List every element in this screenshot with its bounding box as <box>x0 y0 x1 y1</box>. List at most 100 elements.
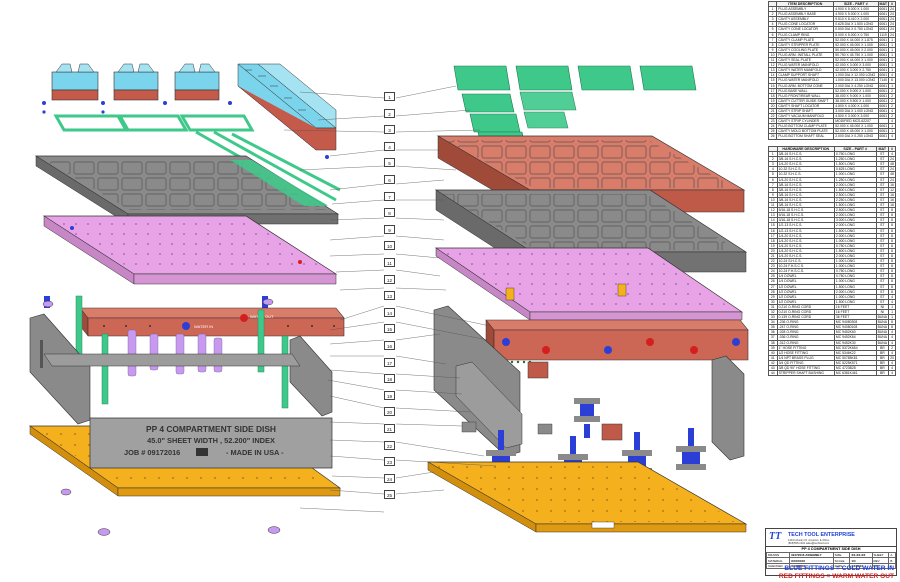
item-table-row-cell: 1 <box>888 41 896 48</box>
label-qty: QTY <box>871 562 890 570</box>
hardware-table-row-cell: ST <box>875 247 890 254</box>
item-table-row-cell: 13 <box>767 67 778 74</box>
item-table-row-cell: 1 <box>888 62 896 69</box>
item-table-row-cell: 9 <box>767 46 778 53</box>
item-table-row-cell: 2 <box>888 102 896 109</box>
item-table-row-cell: 50.750 X 45.750 X 1.000 <box>833 51 879 59</box>
hardware-table-row-cell: 24 <box>888 176 896 183</box>
hardware-table-row-cell: 0.139 O-RING CORD <box>776 314 835 321</box>
item-table-row-cell: 38.000 X 9.000 X 1.000 <box>833 92 879 99</box>
item-table-row-cell: 1 <box>888 128 896 135</box>
hardware-table-row-cell: 8 <box>888 324 896 331</box>
hardware-table-row-cell: ST <box>875 273 890 280</box>
hardware-table-row-cell: 2 <box>888 344 896 351</box>
hardware-table-row-cell: 16 <box>888 181 896 188</box>
item-table-row-cell: 1.000 DIA X 13.000 LONG <box>833 77 879 84</box>
item-table-row-cell: 24 <box>888 26 896 33</box>
cavity-water-manifold <box>485 319 749 364</box>
hardware-table-row-cell: 8 <box>888 212 896 219</box>
hardware-table-row-cell: BR <box>875 365 890 372</box>
hardware-table-row-cell: 0.210 O-RING CORD <box>776 308 835 316</box>
hardware-table-row-cell: ST <box>875 161 890 168</box>
item-table-row-cell: 6061 <box>877 57 890 64</box>
hardware-table-row-cell: 4 <box>888 151 896 158</box>
hardware-table-row-cell: BR <box>875 359 890 367</box>
item-table-row-cell: 16 <box>767 82 778 89</box>
item-table-row-cell: 4.900 X 5.000 X 1.000 <box>833 6 879 13</box>
item-table-row-cell: 2 <box>888 113 896 120</box>
hardware-table-row-cell: 4 <box>888 339 896 346</box>
company-address-line-1: 1234 Industry Dr. Anytown, IL 60xxx <box>788 539 830 542</box>
item-table-row-cell: 1 <box>888 46 896 53</box>
hardware-table-row-cell: ST <box>875 252 890 260</box>
item-table-row-cell: 6061 <box>877 82 890 89</box>
balloon-callout: 8 <box>384 208 395 218</box>
engraved-logo-mark <box>196 448 208 456</box>
item-table-row-cell: 52.000 X 44.000 X 1.000 <box>833 57 879 64</box>
plug-bottom-shaft-seals <box>42 298 281 536</box>
drawing-title: PP 4 COMPARTMENT SIDE DISH <box>766 546 896 551</box>
hardware-table-row-cell: ST <box>875 293 890 300</box>
hardware-table-row-cell: BR <box>875 354 890 361</box>
hardware-table-row-cell: ST <box>875 232 890 239</box>
hardware-table-row-cell: 1 <box>888 308 896 316</box>
balloon-callout: 6 <box>384 175 395 184</box>
item-table-row-cell: 6061 <box>877 16 890 23</box>
item-table-row-cell: 0.500 DIA X 0.750 LONG <box>833 26 879 33</box>
hardware-table-row-cell: 8 <box>888 232 896 239</box>
item-table-row-cell: 3 <box>767 16 778 23</box>
hardware-table-row-cell: 4 <box>888 370 896 377</box>
hardware-table-row-cell: ST <box>875 217 890 224</box>
item-table-row-cell: 52.000 X 44.000 X 1.875 <box>833 36 879 43</box>
item-table-row-cell: 2.000 DIA X 0.250 LONG <box>833 133 879 140</box>
item-table-row-cell: 1.000 DIA X 12.000 LONG <box>833 72 879 79</box>
hardware-table-row-cell: NI <box>875 303 890 311</box>
item-table-row-cell: 1 <box>888 57 896 64</box>
item-table-row-cell: 6061 <box>877 41 890 48</box>
item-table-row-cell: 4.900 X 5.000 X 1.000 <box>833 11 879 18</box>
value-qty: 1 <box>888 562 896 570</box>
hardware-table-row-cell: 24 <box>888 156 896 163</box>
item-table-row-cell: 4 <box>888 133 896 140</box>
balloon-callout: 11 <box>384 258 395 267</box>
item-table-row-cell: 6061 <box>877 11 890 18</box>
hardware-table-row-cell: 1 <box>888 314 896 321</box>
hardware-table-row-cell: 8 <box>888 319 896 326</box>
item-table-row-cell: 6061 <box>877 26 890 33</box>
hardware-table-row-cell: ST <box>875 202 890 209</box>
item-table-row-cell: 22 <box>767 113 778 120</box>
balloon-callout: 24 <box>384 473 395 483</box>
hardware-table-row-cell: 20 <box>888 354 896 361</box>
engraved-text-box: PP 4 COMPARTMENT SIDE DISH 45.0" SHEET W… <box>89 417 333 469</box>
item-table-row-cell: 6 <box>767 31 778 38</box>
balloon-callout: 15 <box>384 324 395 334</box>
hardware-table-row-cell: 8 <box>888 217 896 224</box>
item-table-row-cell: 3.000 DIA X 1.000 LONG <box>833 107 879 115</box>
item-table-row-cell: MODIFIED MCS-62207 <box>833 118 879 125</box>
item-table-row-cell: 4 <box>767 21 778 28</box>
value-checked: XXXXXXX <box>789 562 834 570</box>
item-table-row-cell: 6061 <box>877 6 890 13</box>
item-table-row-cell: 6061 <box>877 97 890 104</box>
hardware-table-row-cell: ST <box>875 196 890 204</box>
item-table-row-cell: CAVITY CUTTER GUIDE SHAFT <box>776 97 835 104</box>
item-table-row-cell: 52.000 X 45.000 X 1.000 <box>833 123 879 130</box>
balloon-callout: 1 <box>384 92 395 101</box>
company-address-line-2: (815)555-1234 sales@techtool.com <box>788 542 830 545</box>
item-table-row-cell: 1 <box>767 6 778 13</box>
item-table-row-cell: 42.000 X 3.000 X 3.000 <box>833 62 879 69</box>
hardware-table-row-cell: 16 <box>888 202 896 209</box>
